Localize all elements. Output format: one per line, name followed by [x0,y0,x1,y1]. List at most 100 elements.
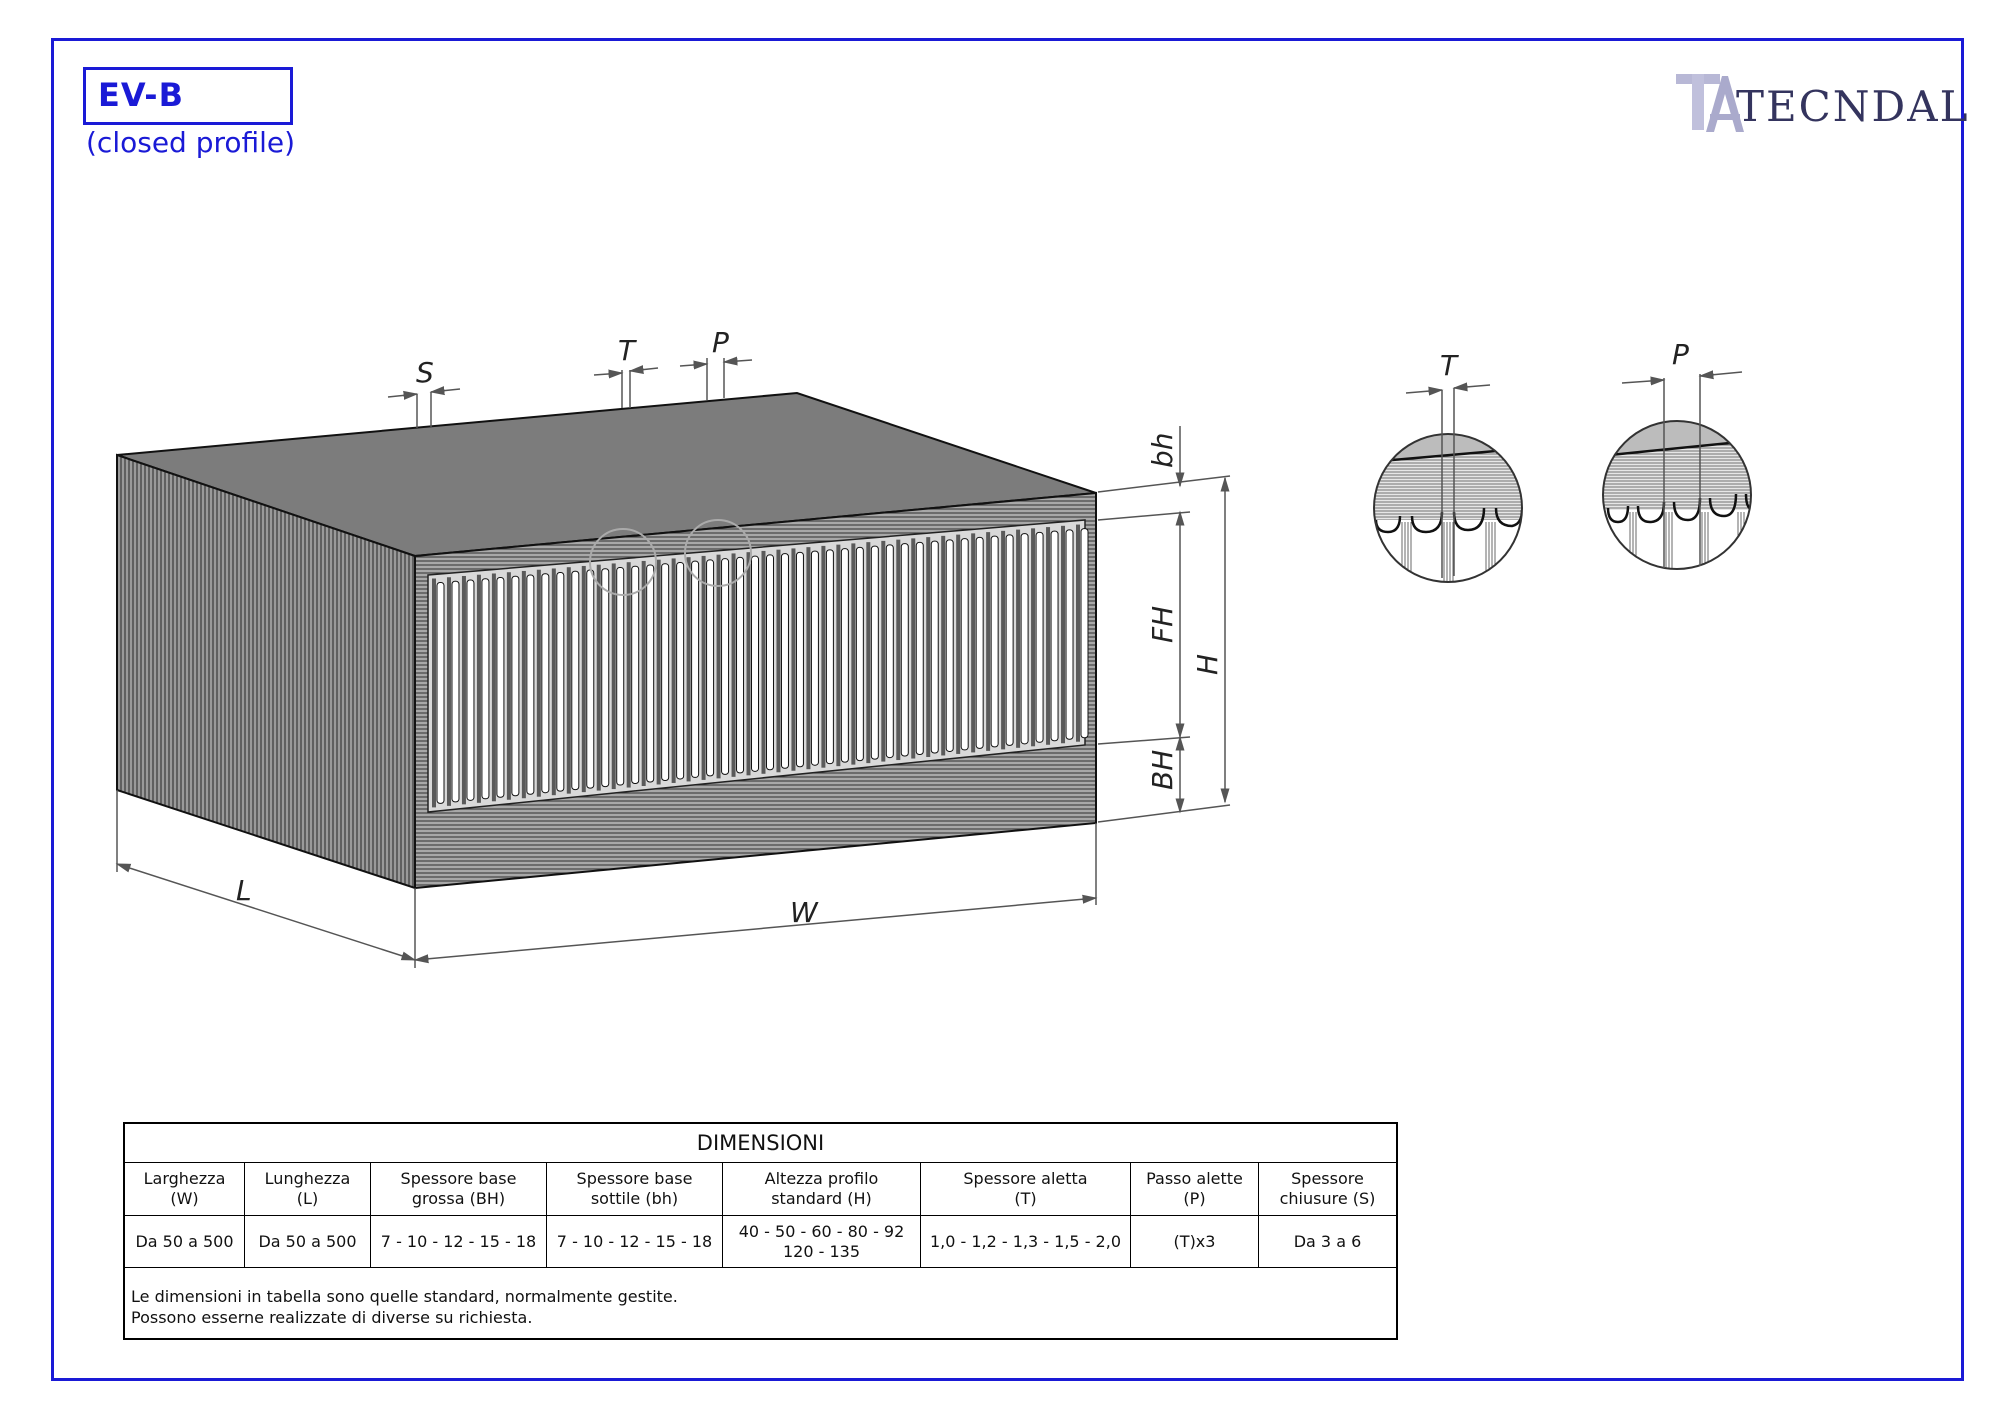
fin [1016,529,1021,748]
dim-label-w: W [790,896,819,929]
fin-gap [646,564,655,783]
fin-gap [466,579,475,801]
fin-gap [1065,529,1074,740]
fin [1076,524,1080,742]
fin [761,550,766,774]
fin-gap [870,545,879,760]
header-cell-closure-thickness: Spessore chiusure (S) [1279,1169,1376,1208]
fin [881,540,886,762]
fin-gap [1005,534,1014,746]
detail-marker-t [589,528,657,596]
table-heading: DIMENSIONI [125,1124,1396,1163]
detail-view-p: P [1602,338,1752,570]
fin [1046,527,1051,745]
fin-gap [706,559,715,777]
fin [432,578,436,808]
fin [611,563,616,790]
fin [716,554,721,779]
dim-label-h: H [1191,654,1224,675]
detail-marker-p [684,519,752,587]
header-cell-width: Larghezza (W) [125,1163,245,1215]
product-code: EV-B [98,76,184,114]
fin-gap [885,544,894,759]
fin [746,552,751,776]
fin [1061,525,1066,744]
fin-gap [511,575,520,797]
dim-label-p: P [712,326,729,359]
fin-gap [631,565,640,785]
fin [1001,530,1006,750]
fin [596,564,601,791]
fin [821,545,826,768]
fin-gap [915,541,924,756]
dim-w: W [413,823,1098,964]
dim-t: T [593,334,659,408]
fin [731,553,736,777]
drawing-frame [51,38,1964,1381]
fin-gap [721,558,730,775]
value-cell-base-thick: 7 - 10 - 12 - 15 - 18 [371,1216,547,1267]
fin [536,569,541,797]
fin-gap [616,566,625,786]
fin-gap [541,573,550,794]
dim-label-s: S [416,356,434,389]
value-cell-base-thin: 7 - 10 - 12 - 15 - 18 [547,1216,723,1267]
logo-mark-icon [1676,74,1744,132]
fin [956,534,961,754]
fin-gap [601,568,610,788]
fin [836,544,841,767]
fin [701,555,706,780]
value-cell-length: Da 50 a 500 [245,1216,371,1267]
fin [476,574,481,803]
fin-gap [451,580,460,803]
fin [446,577,451,806]
fin-gap [661,563,670,781]
fin [971,533,976,753]
fin-gap [900,543,909,757]
header-cell-base-thin: Spessore base sottile (bh) [547,1163,723,1215]
company-logo: TECNDAL [1676,70,1967,138]
fin-gap [1020,533,1029,745]
dim-label-bh-small: bh [1146,432,1179,468]
fin-gap [990,535,999,748]
dim-label-bh: BH [1146,750,1179,790]
value-cell-fin-thickness: 1,0 - 1,2 - 1,3 - 1,5 - 2,0 [921,1216,1131,1267]
fin-gap [1050,530,1059,742]
fin [626,562,631,788]
fin-gap [691,560,700,778]
fin-gap [765,554,774,771]
logo-wordmark: TECNDAL [1736,82,1970,131]
fin-gap [780,553,789,769]
fin [896,539,901,761]
detail-label-p: P [1672,338,1689,371]
header-cell-fin-pitch: Passo alette (P) [1131,1163,1259,1215]
fin-gap [1035,531,1044,743]
dim-p: P [679,326,753,400]
dim-label-fh: FH [1146,606,1179,643]
fin [791,548,796,771]
fin-gap [825,549,834,765]
header-cell-length: Lunghezza (L) [245,1163,371,1215]
fin-gap [930,540,939,754]
fin-gap [855,546,864,762]
fin-gap [436,581,445,804]
fin [986,532,991,751]
fin [851,543,856,765]
table-row: Da 50 a 500 Da 50 a 500 7 - 10 - 12 - 15… [125,1216,1396,1268]
fin [656,559,661,785]
fin [641,560,646,787]
value-cell-profile-height: 40 - 50 - 60 - 80 - 92 120 - 135 [723,1216,921,1267]
fin-gap [840,548,849,763]
detail-view-t: T [1373,349,1523,583]
fin [491,573,496,802]
fin-gap [945,539,954,752]
header-cell-base-thick: Spessore base grossa (BH) [371,1163,547,1215]
fin-gap [1080,528,1089,739]
dim-label-l: L [236,874,252,907]
dim-s: S [387,356,461,428]
fin [461,575,466,805]
fin [1031,528,1036,747]
product-subtitle: (closed profile) [86,126,296,159]
fin-gap [960,538,969,751]
fin-gap [736,556,745,774]
